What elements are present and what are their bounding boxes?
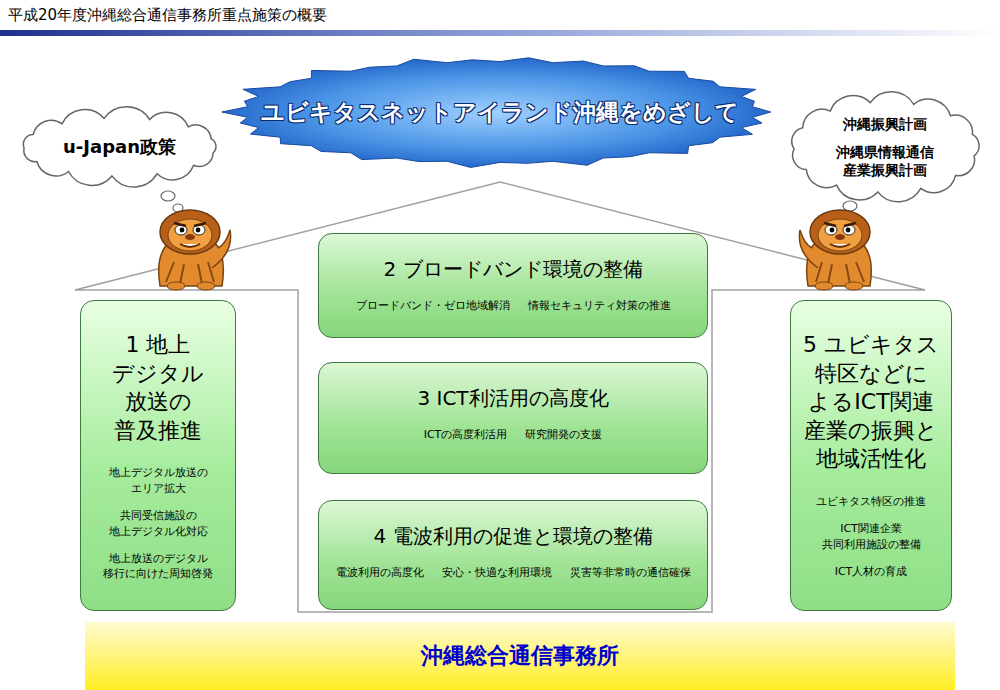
box-item: 研究開発の支援: [525, 427, 602, 442]
item-row: ブロードバンド・ゼロ地域解消 情報セキュリティ対策の推進: [327, 298, 699, 313]
item-row: ICTの高度利活用 研究開発の支援: [327, 427, 699, 442]
page-title: 平成20年度沖縄総合通信事務所重点施策の概要: [8, 6, 327, 25]
item-row: 電波利用の高度化 安心・快適な利用環境 災害等非常時の通信確保: [327, 565, 699, 580]
box-item: ICT関連企業 共同利用施設の整備: [799, 521, 943, 552]
box-item: ICT人材の育成: [799, 564, 943, 579]
office-band: 沖縄総合通信事務所: [85, 622, 955, 690]
cloud-outline: [23, 107, 216, 187]
box-item: 安心・快適な利用環境: [442, 565, 552, 580]
thought-bubbles: [161, 191, 857, 228]
box-heading: 3 ICT利活用の高度化: [327, 385, 699, 411]
title-bar: [0, 30, 1000, 36]
box-item: ユビキタス特区の推進: [799, 494, 943, 509]
cloud-text: u-Japan政策: [63, 135, 176, 158]
shisa-figure: [799, 210, 871, 290]
policy-box: 2 ブロードバンド環境の整備ブロードバンド・ゼロ地域解消 情報セキュリティ対策の推…: [318, 233, 708, 338]
box-heading: 5 ユビキタス 特区などに よるICT関連 産業の振興と 地域活性化: [799, 331, 943, 474]
slogan-starburst: ユビキタスネットアイランド沖縄をめざして: [218, 56, 782, 168]
box-item: 地上放送のデジタル 移行に向けた周知啓発: [89, 551, 227, 582]
policy-box: 3 ICT利活用の高度化 ICTの高度利活用 研究開発の支援: [318, 362, 708, 474]
thought-cloud: u-Japan政策: [12, 106, 227, 188]
cloud-outline: [792, 92, 979, 202]
thought-cloud: 沖縄振興計画沖縄県情報通信 産業振興計画: [782, 90, 988, 204]
box-item: 電波利用の高度化: [336, 565, 424, 580]
policy-box: 4 電波利用の促進と環境の整備電波利用の高度化 安心・快適な利用環境 災害等非常時の…: [318, 500, 708, 610]
box-item: 災害等非常時の通信確保: [570, 565, 691, 580]
box-heading: 4 電波利用の促進と環境の整備: [327, 523, 699, 549]
slogan-text: ユビキタスネットアイランド沖縄をめざして: [261, 97, 739, 128]
box-item: ICTの高度利活用: [424, 427, 508, 442]
box-item: 地上デジタル放送の エリア拡大: [89, 465, 227, 496]
policy-box: 1 地上 デジタル 放送の 普及推進地上デジタル放送の エリア拡大共同受信施設の…: [80, 300, 236, 611]
box-item: ブロードバンド・ゼロ地域解消: [356, 298, 510, 313]
box-heading: 2 ブロードバンド環境の整備: [327, 256, 699, 282]
starburst-outline: [222, 58, 771, 168]
box-heading: 1 地上 デジタル 放送の 普及推進: [89, 331, 227, 445]
band-text: 沖縄総合通信事務所: [421, 641, 619, 671]
policy-box: 5 ユビキタス 特区などに よるICT関連 産業の振興と 地域活性化ユビキタス特…: [790, 300, 952, 611]
cloud-text: 沖縄県情報通信 産業振興計画: [802, 143, 968, 179]
shisa-figure: [159, 210, 231, 290]
cloud-text: 沖縄振興計画: [843, 115, 927, 133]
box-item: 情報セキュリティ対策の推進: [528, 298, 671, 313]
box-item: 共同受信施設の 地上デジタル化対応: [89, 508, 227, 539]
